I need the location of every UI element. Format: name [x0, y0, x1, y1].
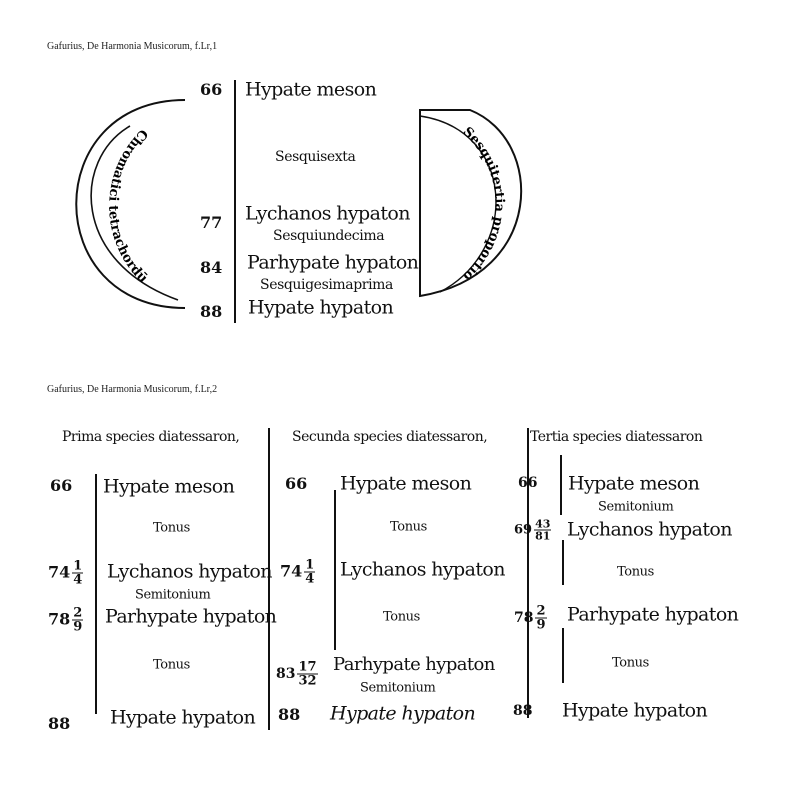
column-axis-line: [334, 490, 336, 650]
figure2-caption: Gafurius, De Harmonia Musicorum, f.Lr,2: [47, 384, 218, 395]
note-name: Hypate meson: [340, 472, 472, 495]
ratio-number: 66: [200, 80, 223, 99]
column-header: Prima species diatessaron,: [62, 429, 240, 445]
column-divider: [527, 428, 529, 718]
ratio-number: 88: [200, 302, 223, 321]
column-divider: [268, 428, 270, 730]
interval-label: Sesquigesimaprima: [260, 277, 394, 293]
interval-label: Sesquisexta: [275, 149, 356, 165]
note-name: Hypate hypaton: [330, 702, 476, 725]
ratio-number: 66: [50, 476, 73, 495]
interval-label: Tonus: [153, 657, 190, 673]
column-axis-line: [562, 540, 564, 585]
column-header: Tertia species diatessaron: [530, 429, 703, 445]
interval-label: Semitonium: [135, 587, 211, 603]
note-name: Parhypate hypaton: [567, 603, 739, 626]
right-d-inner: [419, 115, 497, 293]
right-arc-label: Sesquitertia proportio: [459, 124, 506, 283]
note-name: Parhypate hypaton: [247, 251, 419, 274]
note-name: Lychanos hypaton: [107, 560, 272, 583]
note-name: Hypate hypaton: [248, 296, 394, 319]
ratio-number: 88: [278, 705, 301, 724]
note-name: Parhypate hypaton: [333, 654, 495, 675]
ratio-number: 88: [513, 703, 533, 719]
note-name: Lychanos hypaton: [567, 518, 732, 541]
right-d-outer: [419, 109, 523, 298]
note-name: Hypate meson: [568, 472, 700, 495]
figure1-axis-line: [234, 80, 236, 323]
note-name: Hypate hypaton: [110, 706, 256, 729]
column-axis-line: [562, 628, 564, 683]
ratio-number: 77: [200, 213, 223, 232]
interval-label: Tonus: [383, 609, 420, 625]
note-name: Hypate meson: [245, 78, 377, 101]
note-name: Parhypate hypaton: [105, 605, 277, 628]
column-header: Secunda species diatessaron,: [292, 429, 488, 445]
column-axis-line: [560, 455, 562, 515]
interval-label: Tonus: [153, 520, 190, 536]
left-arc-inner: [90, 125, 179, 301]
left-arc-outer: [75, 99, 186, 309]
interval-label: Semitonium: [598, 499, 674, 515]
note-name: Hypate meson: [103, 475, 235, 498]
note-name: Lychanos hypaton: [340, 558, 505, 581]
interval-label: Sesquiundecima: [273, 228, 385, 244]
ratio-number: 84: [200, 258, 223, 277]
ratio-number: 66: [518, 475, 538, 491]
interval-label: Tonus: [390, 519, 427, 535]
note-name: Lychanos hypaton: [245, 202, 410, 225]
ratio-number: 88: [48, 714, 71, 733]
column-axis-line: [95, 474, 97, 714]
ratio-number: 66: [285, 474, 308, 493]
interval-label: Tonus: [617, 564, 654, 580]
figure1-caption: Gafurius, De Harmonia Musicorum, f.Lr,1: [47, 41, 218, 52]
interval-label: Semitonium: [360, 680, 436, 696]
interval-label: Tonus: [612, 655, 649, 671]
left-arc-label: Chromatici tetrachordū: [105, 126, 150, 286]
note-name: Hypate hypaton: [562, 699, 708, 722]
